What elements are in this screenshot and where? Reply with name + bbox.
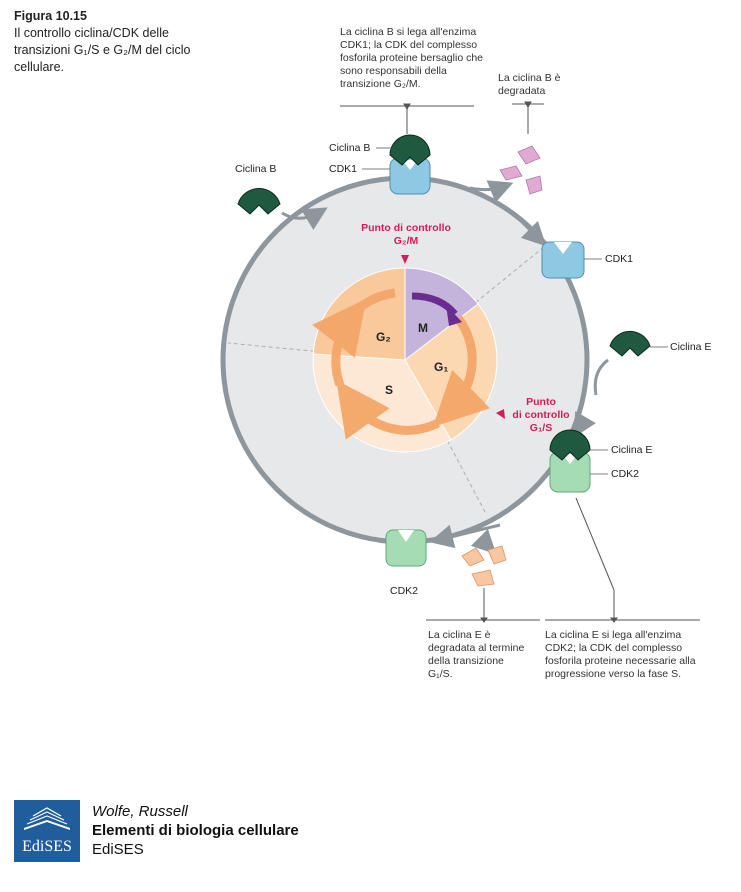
cyclin-b-free-icon (237, 188, 281, 215)
checkpoint-g1s-line1: Punto (526, 396, 556, 408)
book-publisher: EdiSES (92, 841, 144, 858)
label-cdk2-bottom: CDK2 (390, 585, 419, 597)
annotation-cyclin-b-degraded: La ciclina B è degradata (498, 72, 561, 97)
annotation-cdk2-binding: La ciclina E si lega all'enzima CDK2; la… (545, 629, 696, 680)
checkpoint-g2m-line2: G₂/M (393, 235, 419, 247)
book-authors: Wolfe, Russell (92, 803, 188, 820)
arrow-cycline-down (573, 410, 596, 438)
book-title: Elementi di biologia cellulare (92, 822, 299, 839)
g2m-checkpoint-marker (401, 255, 409, 264)
phase-label-g1: G₁ (434, 360, 449, 374)
cdk1-free-icon (541, 241, 585, 279)
checkpoint-g2m-line1: Punto di controllo (361, 222, 451, 234)
phase-label-g2: G₂ (376, 330, 391, 344)
cyclin-e-free-icon (609, 330, 651, 357)
cyclin-e-fragments-icon (461, 545, 507, 587)
arrow-cyclinb-in (281, 207, 328, 231)
phase-label-s: S (385, 383, 394, 397)
figure-caption-text: Il controllo ciclina/CDK delle transizio… (14, 26, 191, 74)
g1s-checkpoint-marker (496, 409, 505, 419)
arrow-cdk1-right (520, 220, 547, 247)
checkpoint-g1s-line2: di controllo (512, 409, 570, 421)
arrow-cycline-in (593, 358, 609, 396)
label-leader-lines (362, 147, 668, 475)
label-cdk1-top: CDK1 (329, 163, 358, 175)
checkpoint-g1s-line3: G₁/S (529, 422, 553, 434)
checkpoint-g1s: Punto di controllo G₁/S (506, 396, 576, 435)
label-cyclin-e-free: Ciclina E (670, 341, 712, 353)
cdk2-cycline-complex-icon (549, 429, 591, 493)
arrow-cdk2-down (429, 523, 501, 549)
footer: EdiSES Wolfe, Russell Elementi di biolog… (14, 800, 414, 862)
cycle-arrows (312, 288, 491, 440)
phase-sector-m (405, 268, 478, 360)
label-cyclin-e-bound: Ciclina E (611, 444, 653, 456)
cyclin-b-fragments-icon (499, 145, 543, 195)
figure-number: Figura 10.15 (14, 9, 87, 23)
annotation-cdk1-binding: La ciclina B si lega all'enzima CDK1; la… (340, 26, 484, 90)
logo-text: EdiSES (22, 838, 72, 855)
annotation-cyclin-e-degraded: La ciclina E è degradata al termine dell… (428, 629, 525, 680)
checkpoint-g2m: Punto di controllo G₂/M (358, 222, 454, 248)
annotation-brackets (340, 101, 700, 623)
label-cyclin-b-bound: Ciclina B (329, 142, 371, 154)
label-cdk1-right: CDK1 (605, 253, 634, 265)
phase-label-m: M (418, 321, 428, 335)
label-cdk2-right: CDK2 (611, 468, 640, 480)
arrow-cyclinb-out (469, 180, 514, 203)
arrow-cycline-out (470, 528, 497, 555)
figure-caption: Figura 10.15 Il controllo ciclina/CDK de… (14, 8, 224, 76)
m-phase-arrow (411, 292, 458, 317)
publisher-logo: EdiSES (14, 800, 80, 862)
cdk1-cyclinb-complex-icon (389, 134, 431, 195)
book-icon (24, 807, 70, 830)
cdk2-free-icon (385, 529, 427, 567)
label-cyclin-b-free: Ciclina B (235, 163, 277, 175)
